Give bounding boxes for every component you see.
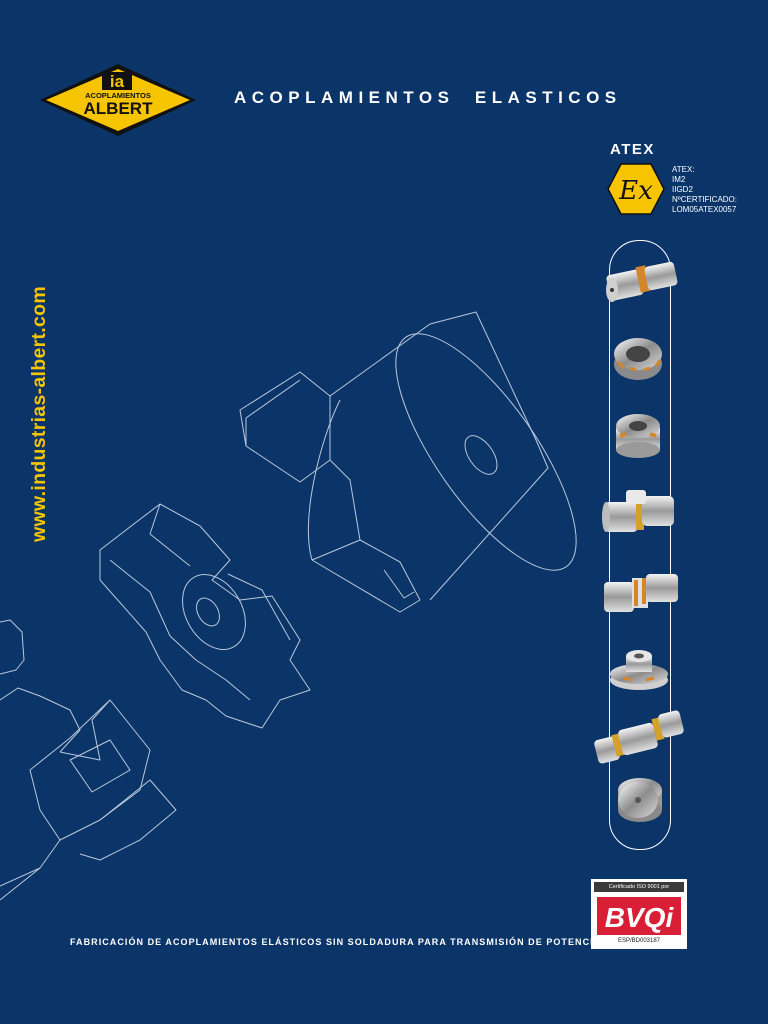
atex-line: IIGD2 <box>672 185 693 194</box>
logo-line2: ALBERT <box>84 99 154 118</box>
atex-details: ATEX: IM2 IIGD2 NºCERTIFICADO: LOM05ATEX… <box>672 165 737 215</box>
atex-line: IM2 <box>672 175 686 184</box>
cert-caption: Certificado ISO 9001 por <box>594 882 684 892</box>
footer-tagline: FABRICACIÓN DE ACOPLAMIENTOS ELÁSTICOS S… <box>70 937 602 947</box>
jaw-coupling-icon[interactable] <box>602 258 682 308</box>
coupling-hub-icon[interactable] <box>610 332 666 382</box>
jaw-coupling-icon[interactable] <box>600 566 682 618</box>
coupling-hub-icon[interactable] <box>610 408 666 460</box>
product-strip <box>609 240 671 850</box>
atex-line: NºCERTIFICADO: <box>672 195 737 204</box>
cert-number: ESP/BD003187 <box>617 938 661 944</box>
atex-symbol: Ex <box>618 176 653 206</box>
atex-ex-icon: Ex <box>607 163 665 215</box>
jaw-coupling-icon[interactable] <box>600 486 678 540</box>
double-coupling-icon[interactable] <box>592 708 686 768</box>
iso-certification-badge: Certificado ISO 9001 por BVQi ESP/BD0031… <box>591 879 687 949</box>
bvqi-logo: BVQi <box>597 897 681 935</box>
atex-line: ATEX: <box>672 165 695 174</box>
logo-monogram: ia <box>110 72 125 91</box>
atex-title: ATEX <box>610 141 655 158</box>
atex-line: LOM05ATEX0057 <box>672 205 737 214</box>
disc-hub-icon[interactable] <box>612 776 668 824</box>
logo-line1: ACOPLAMIENTOS <box>85 91 151 100</box>
flange-coupling-icon[interactable] <box>608 642 670 692</box>
website-link[interactable]: www.industrias-albert.com <box>28 286 50 542</box>
cert-mark-text: BVQi <box>605 902 675 933</box>
page-title: ACOPLAMIENTOS ELASTICOS <box>234 88 622 107</box>
albert-logo: ia ACOPLAMIENTOS ALBERT <box>40 64 196 136</box>
